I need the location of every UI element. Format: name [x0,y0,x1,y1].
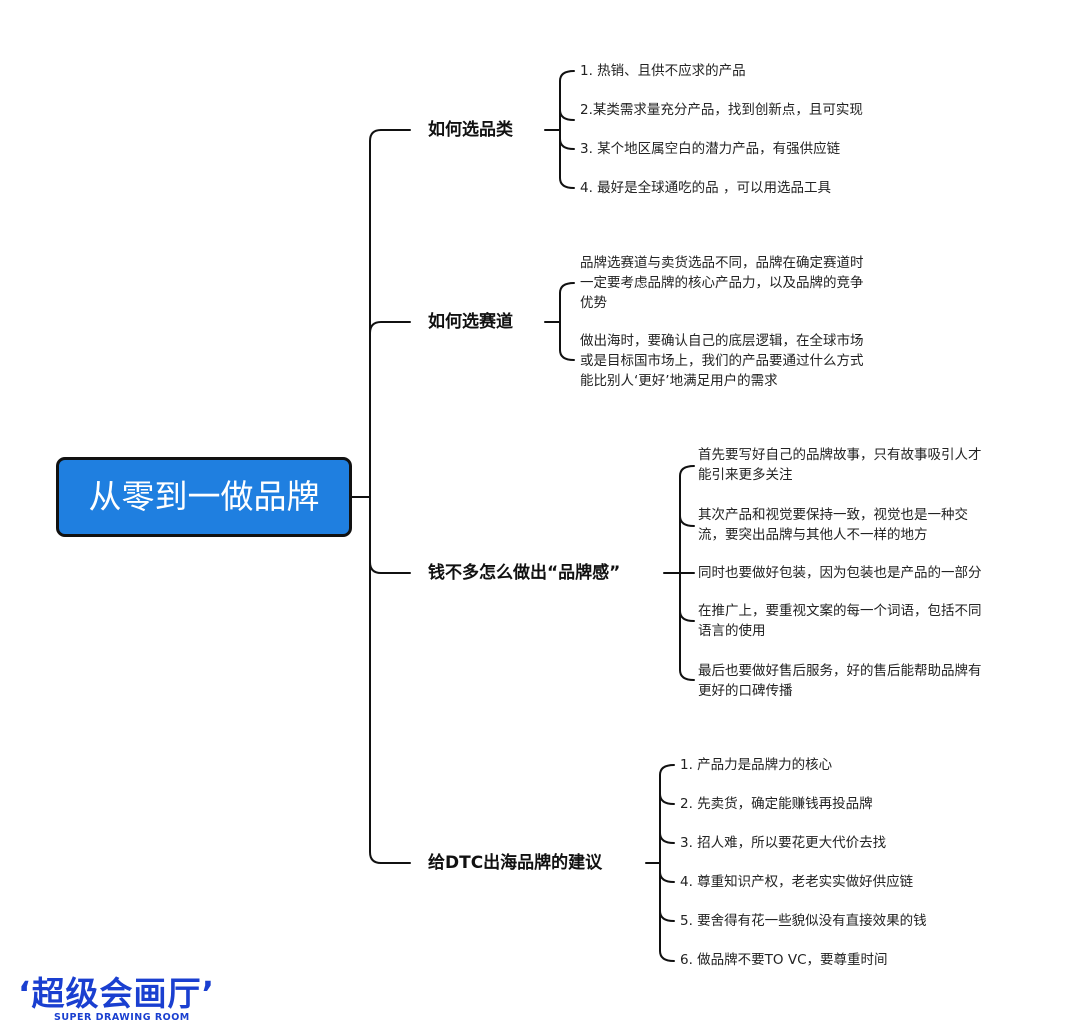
leaf-item[interactable]: 6. 做品牌不要TO VC，要尊重时间 [680,952,888,968]
b1-bracket [559,70,575,189]
b4-tick-5 [659,910,675,922]
root-node[interactable]: 从零到一做品牌 [56,457,352,537]
leaf-item[interactable]: 2. 先卖货，确定能赚钱再投品牌 [680,796,873,812]
trunk-line [369,129,382,864]
b1-tick-2 [559,109,575,121]
leaf-item[interactable]: 3. 招人难，所以要花更大代价去找 [680,835,887,851]
leaf-item[interactable]: 做出海时，要确认自己的底层逻辑，在全球市场 或是目标国市场上，我们的产品要通过什… [580,333,864,389]
b1-tick-3 [559,138,575,150]
branch-brand-feel[interactable]: 钱不多怎么做出“品牌感” [428,563,621,583]
leaf-item[interactable]: 首先要写好自己的品牌故事，只有故事吸引人才 能引来更多关注 [698,447,982,483]
leaf-item[interactable]: 其次产品和视觉要保持一致，视觉也是一种交 流，要突出品牌与其他人不一样的地方 [698,507,968,543]
leaf-item[interactable]: 1. 产品力是品牌力的核心 [680,757,833,773]
b4-tick-4 [659,871,675,883]
leaf-item[interactable]: 5. 要舍得有花一些貌似没有直接效果的钱 [680,913,927,929]
branch-connector-3 [369,561,411,574]
branch-select-track[interactable]: 如何选赛道 [428,312,513,332]
b4-tick-3 [659,832,675,844]
leaf-item[interactable]: 2.某类需求量充分产品，找到创新点，且可实现 [580,102,863,118]
leaf-item[interactable]: 4. 尊重知识产权，老老实实做好供应链 [680,874,914,890]
b3-tick-2 [679,515,695,527]
leaf-item[interactable]: 1. 热销、且供不应求的产品 [580,63,746,79]
leaf-item[interactable]: 同时也要做好包装，因为包装也是产品的一部分 [698,565,982,581]
brand-logo-cn: ‘超级会画厅’ [18,974,216,1013]
b2-bracket [559,282,575,361]
leaf-item[interactable]: 品牌选赛道与卖货选品不同，品牌在确定赛道时 一定要考虑品牌的核心产品力，以及品牌… [580,255,864,311]
b4-tick-2 [659,793,675,805]
leaf-item[interactable]: 最后也要做好售后服务，好的售后能帮助品牌有 更好的口碑传播 [698,663,982,699]
branch-dtc-advice[interactable]: 给DTC出海品牌的建议 [428,853,603,873]
branch-connector-2 [369,321,411,334]
b3-tick-4 [679,610,695,622]
branch-select-category[interactable]: 如何选品类 [428,120,513,140]
leaf-item[interactable]: 4. 最好是全球通吃的品 ，可以用选品工具 [580,180,831,196]
b4-bracket [659,764,675,962]
brand-logo: ‘超级会画厅’ SUPER DRAWING ROOM [18,976,228,1026]
brand-logo-en: SUPER DRAWING ROOM [54,1012,190,1023]
leaf-item[interactable]: 3. 某个地区属空白的潜力产品，有强供应链 [580,141,841,157]
leaf-item[interactable]: 在推广上，要重视文案的每一个词语，包括不同 语言的使用 [698,603,982,639]
